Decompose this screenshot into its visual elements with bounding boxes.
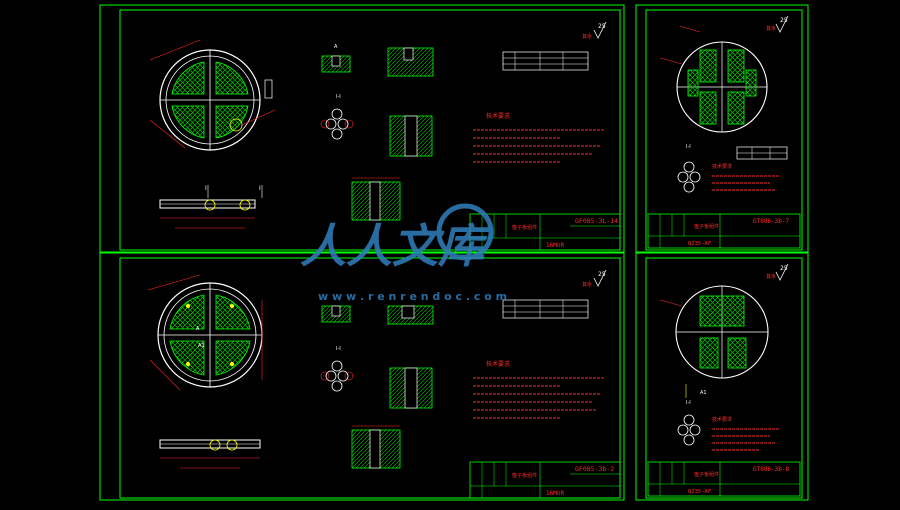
tolerance-table xyxy=(502,299,589,319)
detail-label-a1: A1 xyxy=(198,343,205,349)
material: Q235-AF xyxy=(688,489,711,495)
roughness-other-text: 其余 xyxy=(582,281,592,288)
plate-plan-view: A A1 xyxy=(147,274,263,391)
detail-views: A I-I xyxy=(320,44,434,221)
material: Q235-AF xyxy=(688,241,711,247)
technical-notes: 技术要求 xyxy=(473,112,605,163)
technical-notes: 技术要求 xyxy=(712,163,780,191)
watermark-logo-text: 人人文库 xyxy=(300,219,492,273)
roughness-symbol: 其余 25 xyxy=(766,263,789,281)
detail-section-label: I-I xyxy=(336,346,341,352)
roughness-symbol: 其余 25 xyxy=(766,15,789,33)
plate-side-view: I I xyxy=(159,185,263,229)
notes-title: 技术要求 xyxy=(486,360,510,368)
title-block: GF085-3L-14 篦子板组件 16MnR xyxy=(469,213,621,251)
sheet-top-right-content: 其余 25 I-I 技术要求 xyxy=(647,15,801,249)
watermark-url: w w w . r e n r e n d o c . c o m xyxy=(318,290,507,303)
roughness-value: 25 xyxy=(780,265,788,272)
part-code: GT086-3b-8 xyxy=(753,466,790,473)
detail-section-label: I-I xyxy=(686,144,691,150)
sheet-bottom-left-content: A A1 I-I xyxy=(147,269,621,499)
watermark: 人人文库 w w w . r e n r e n d o c . c o m xyxy=(300,203,507,303)
technical-notes: 技术要求 xyxy=(712,416,780,451)
roughness-other-text: 其余 xyxy=(766,25,776,32)
part-name: 篦子板组件 xyxy=(512,224,537,231)
detail-views: I-I xyxy=(320,305,434,469)
roughness-value: 25 xyxy=(598,271,606,278)
sheet-frame-top-left-outer xyxy=(99,4,625,253)
roughness-value: 25 xyxy=(780,17,788,24)
sheet-frame-bottom-left-outer xyxy=(99,252,625,501)
detail-section-label: I-I xyxy=(686,400,691,406)
part-code: GF085-3b-2 xyxy=(575,465,614,473)
plate-plan-view xyxy=(659,25,768,133)
watermark-logo-icon xyxy=(436,203,494,261)
detail-label-a: A xyxy=(196,326,200,332)
part-code: GF085-3L-14 xyxy=(575,217,618,225)
notes-title: 技术要求 xyxy=(486,112,510,120)
sheet-frame-top-left xyxy=(119,9,621,251)
material: 16MnR xyxy=(546,490,564,497)
roughness-value: 25 xyxy=(598,23,606,30)
title-block: GT086-3b-7 篦子板组件 Q235-AF xyxy=(647,213,801,249)
sheet-top-left-content: I I A I-I xyxy=(149,21,621,251)
technical-notes: 技术要求 xyxy=(473,360,605,419)
detail-label-a: A xyxy=(334,44,338,50)
tolerance-table xyxy=(502,51,589,71)
sheet-bottom-right-content: 其余 25 I-I A1 技术要求 GT086-3b-8 xyxy=(647,263,801,497)
notes-title: 技术要求 xyxy=(712,163,732,170)
material: 16MnR xyxy=(546,242,564,249)
plate-plan-view xyxy=(659,285,769,398)
roughness-symbol: 其余 25 xyxy=(582,269,607,288)
plate-side-view xyxy=(159,439,261,469)
roughness-symbol: 其余 25 xyxy=(582,21,607,40)
sheet-frame-bottom-right-outer xyxy=(635,252,809,501)
part-name: 篦子板组件 xyxy=(694,223,719,230)
detail-views: I-I xyxy=(677,144,701,193)
title-block: GF085-3b-2 篦子板组件 16MnR xyxy=(469,461,621,499)
roughness-other-text: 其余 xyxy=(582,33,592,40)
detail-label-a1: A1 xyxy=(700,390,707,396)
roughness-other-text: 其余 xyxy=(766,273,776,280)
sheet-frame-bottom-left xyxy=(119,257,621,499)
notes-title: 技术要求 xyxy=(712,416,732,423)
sheet-frame-top-right-outer xyxy=(635,4,809,253)
plate-plan-view xyxy=(149,39,276,151)
part-name: 篦子板组件 xyxy=(694,471,719,478)
section-mark-right: I xyxy=(259,185,261,192)
part-code: GT086-3b-7 xyxy=(753,218,790,225)
section-mark-left: I xyxy=(205,185,207,192)
part-name: 篦子板组件 xyxy=(512,472,537,479)
detail-section-label: I-I xyxy=(336,94,341,100)
detail-views: I-I A1 xyxy=(677,390,707,446)
sheet-frame-bottom-right xyxy=(645,257,803,499)
sheet-frame-top-right xyxy=(645,9,803,251)
tolerance-table xyxy=(736,146,788,160)
title-block: GT086-3b-8 篦子板组件 Q235-AF xyxy=(647,461,801,497)
